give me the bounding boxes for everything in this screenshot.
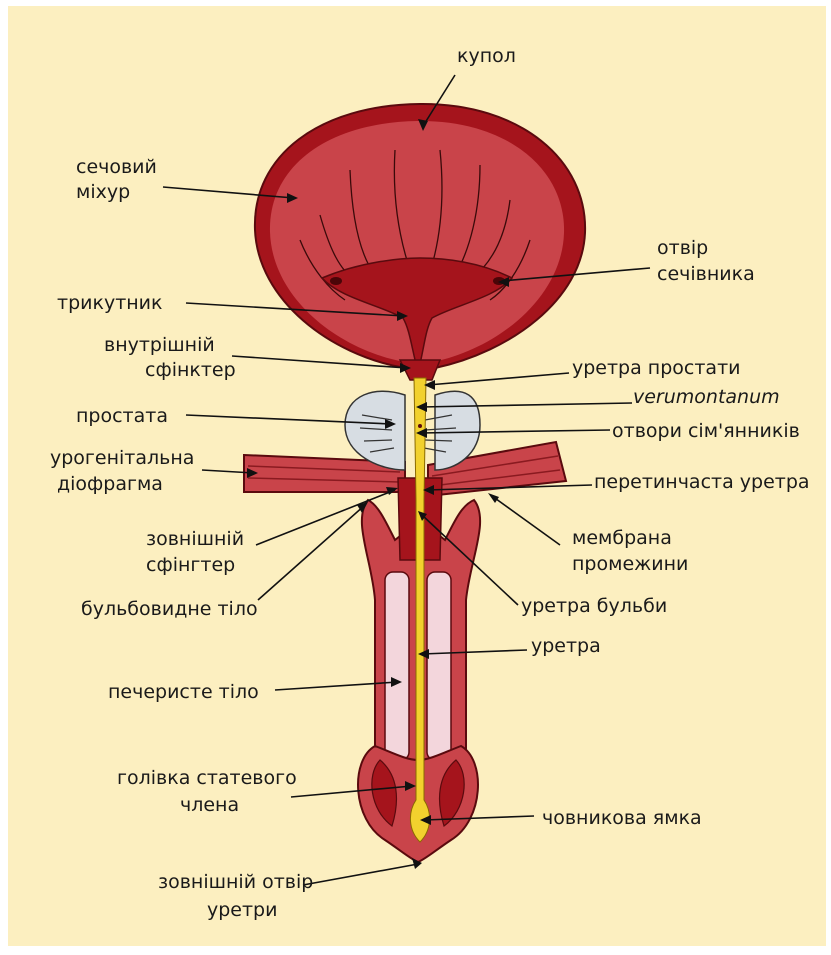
label-internal-sphincter-line1: внутрішній <box>104 333 215 357</box>
label-perineal-membrane-line1: мембрана <box>572 526 672 550</box>
label-bulbospongiosus: бульбовидне тіло <box>81 597 258 621</box>
label-bladder-line2: міхур <box>76 180 130 204</box>
label-urogenital-diaphragm-line2: діофрагма <box>57 472 163 496</box>
label-prostate: простата <box>76 404 168 428</box>
label-urogenital-diaphragm-line1: урогенітальна <box>50 446 194 470</box>
label-navicular-fossa: човникова ямка <box>542 806 702 830</box>
label-bladder-line1: сечовий <box>76 155 157 179</box>
label-glans-line2: члена <box>180 793 239 817</box>
label-prostatic-urethra: уретра простати <box>572 356 741 380</box>
label-external-orifice-line2: уретри <box>207 898 277 922</box>
prostate-gland <box>345 391 480 470</box>
label-external-sphincter-line1: зовнішній <box>146 527 244 551</box>
label-external-orifice-line1: зовнішній отвір <box>158 870 313 894</box>
bladder <box>255 104 585 380</box>
label-ureter-opening-line1: отвір <box>657 236 708 260</box>
label-perineal-membrane-line2: промежини <box>572 552 688 576</box>
label-urethra: уретра <box>531 634 601 658</box>
label-dome: купол <box>457 44 516 68</box>
label-bulbar-urethra: уретра бульби <box>521 594 667 618</box>
label-membranous-urethra: перетинчаста уретра <box>594 470 810 494</box>
label-glans-line1: голівка статевого <box>117 766 297 790</box>
label-trigone: трикутник <box>57 291 163 315</box>
label-internal-sphincter-line2: сфінктер <box>145 358 236 382</box>
label-seminal-openings: отвори сім'янників <box>612 419 800 443</box>
label-external-sphincter-line2: сфінгтер <box>146 553 235 577</box>
label-ureter-opening-line2: сечівника <box>657 262 755 286</box>
label-verumontanum: verumontanum <box>633 385 780 409</box>
label-corpus-cavernosum: печеристе тіло <box>108 680 259 704</box>
